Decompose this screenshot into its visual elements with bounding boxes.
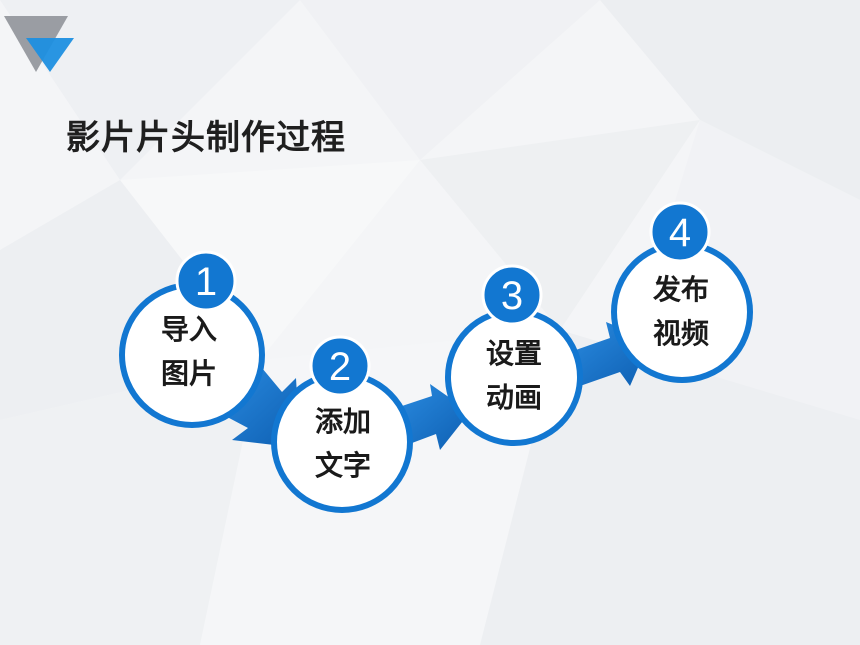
step-2-line-1: 添加 (314, 405, 371, 438)
step-4-label: 发布 视频 (646, 268, 716, 356)
step-2-label: 添加 文字 (308, 400, 378, 488)
step-1-number: 1 (195, 260, 217, 304)
step-3-number: 3 (501, 274, 523, 318)
logo-icon (4, 16, 74, 72)
step-1-number-badge: 1 (175, 250, 237, 312)
step-2-line-2: 文字 (314, 449, 371, 482)
step-3-number-badge: 3 (481, 264, 543, 326)
slide-title: 影片片头制作过程 (66, 118, 346, 158)
step-3-label: 设置 动画 (479, 332, 549, 420)
step-3-line-2: 动画 (485, 381, 542, 414)
step-1-label: 导入 图片 (154, 308, 224, 396)
step-3-line-1: 设置 (485, 337, 542, 370)
step-4-line-1: 发布 (652, 273, 709, 306)
step-4-line-2: 视频 (652, 317, 709, 350)
step-1-line-1: 导入 (160, 313, 217, 346)
step-1-line-2: 图片 (160, 357, 217, 390)
step-2-number: 2 (329, 345, 351, 389)
step-4-number: 4 (669, 211, 691, 255)
step-4-number-badge: 4 (649, 201, 711, 263)
step-2-number-badge: 2 (309, 335, 371, 397)
